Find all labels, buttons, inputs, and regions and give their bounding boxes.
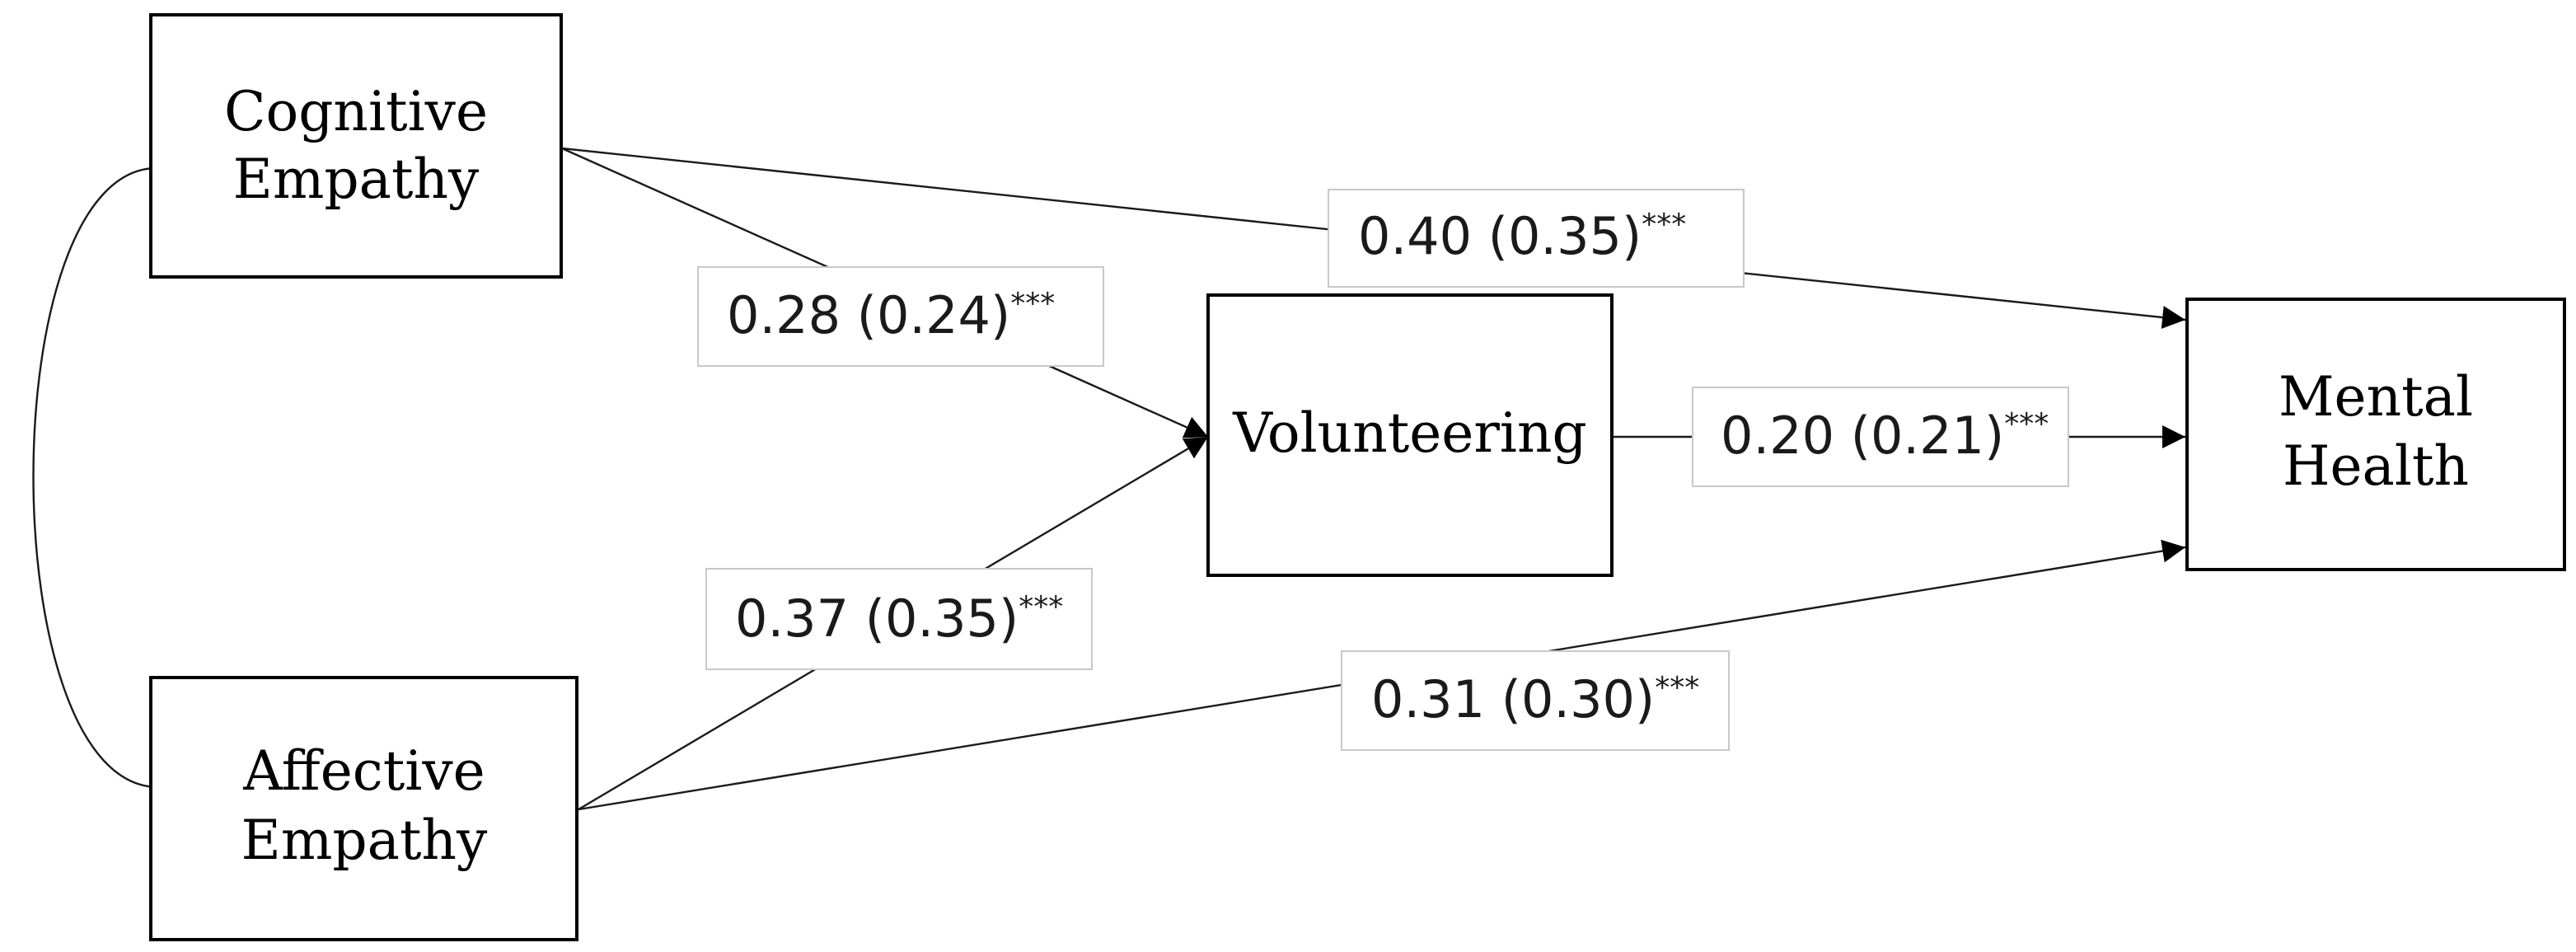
node-mental-health-line1: Mental — [2279, 365, 2473, 429]
coefficient-volunteering-to-mental-health: 0.20 (0.21) — [1721, 406, 2004, 466]
svg-text:0.28 (0.24)***: 0.28 (0.24)*** — [727, 285, 1055, 345]
significance-affective-to-volunteering: *** — [1019, 590, 1063, 624]
coefficient-cognitive-to-mental-health: 0.40 (0.35) — [1358, 206, 1642, 266]
label-affective-to-volunteering: 0.37 (0.35)*** — [705, 568, 1093, 670]
node-mental-health: Mental Health — [2185, 298, 2566, 571]
node-affective-empathy-line2: Empathy — [241, 809, 488, 872]
svg-text:0.31 (0.30)***: 0.31 (0.30)*** — [1371, 669, 1699, 729]
coefficient-cognitive-to-volunteering: 0.28 (0.24) — [727, 285, 1010, 345]
node-affective-empathy: Affective Empathy — [149, 676, 578, 941]
coefficient-affective-to-volunteering: 0.37 (0.35) — [735, 589, 1019, 649]
significance-cognitive-to-mental-health: *** — [1642, 208, 1686, 242]
label-cognitive-to-mental-health: 0.40 (0.35)*** — [1328, 189, 1745, 288]
correlation-curve — [32, 166, 159, 789]
node-volunteering-label: Volunteering — [1232, 401, 1587, 465]
significance-affective-to-mental-health: *** — [1655, 671, 1699, 705]
node-affective-empathy-line1: Affective — [242, 739, 485, 803]
svg-text:0.37 (0.35)***: 0.37 (0.35)*** — [735, 589, 1063, 649]
significance-volunteering-to-mental-health: *** — [2004, 407, 2049, 441]
node-cognitive-empathy: Cognitive Empathy — [149, 13, 563, 279]
label-cognitive-to-volunteering: 0.28 (0.24)*** — [697, 266, 1104, 367]
label-affective-to-mental-health: 0.31 (0.30)*** — [1341, 650, 1730, 751]
svg-text:0.40 (0.35)***: 0.40 (0.35)*** — [1358, 206, 1686, 266]
node-mental-health-line2: Health — [2283, 434, 2469, 498]
node-volunteering: Volunteering — [1206, 293, 1614, 577]
significance-cognitive-to-volunteering: *** — [1010, 287, 1055, 321]
coefficient-affective-to-mental-health: 0.31 (0.30) — [1371, 669, 1655, 729]
node-cognitive-empathy-line2: Empathy — [233, 148, 480, 211]
label-volunteering-to-mental-health: 0.20 (0.21)*** — [1692, 387, 2069, 487]
node-cognitive-empathy-line1: Cognitive — [224, 80, 488, 143]
svg-text:0.20 (0.21)***: 0.20 (0.21)*** — [1721, 406, 2049, 466]
